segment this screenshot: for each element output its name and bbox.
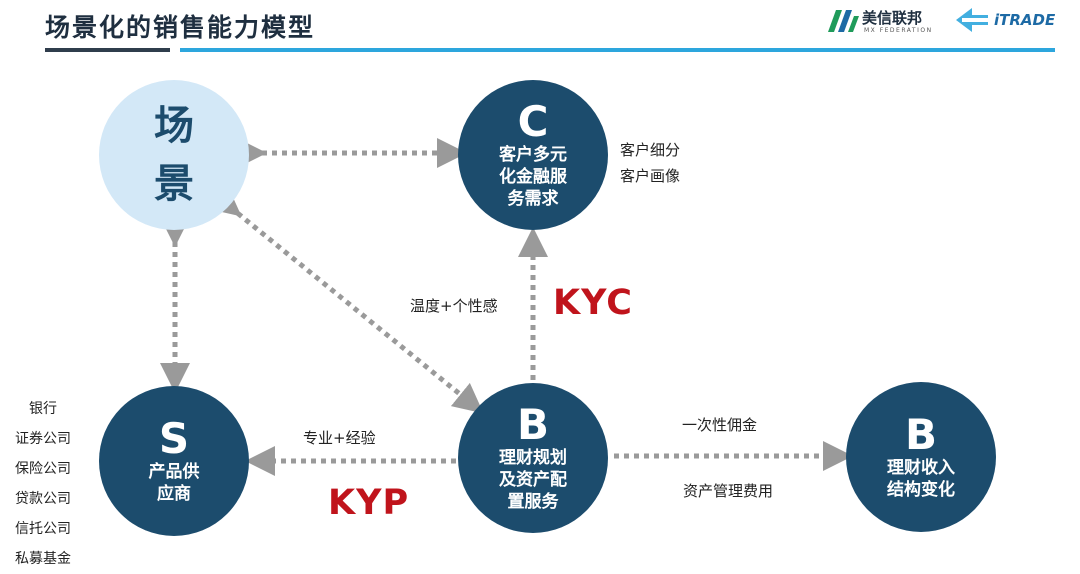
- warmth-label: 温度+个性感: [410, 297, 498, 315]
- kyc-label: KYC: [553, 283, 633, 323]
- page-title: 场景化的销售能力模型: [45, 13, 316, 42]
- provider-item: 保险公司: [15, 461, 71, 477]
- provider-item: 证券公司: [15, 431, 71, 447]
- business-label: 理财规划 及资产配 置服务: [499, 448, 567, 512]
- provider-item: 信托公司: [15, 521, 71, 537]
- business-letter: B: [516, 400, 549, 449]
- mx-logo-icon: [828, 10, 859, 32]
- itrade-logo-icon: [956, 8, 988, 32]
- income-label: 理财收入 结构变化: [887, 458, 955, 500]
- title-underline-accent: [180, 48, 1055, 52]
- supplier-label: 产品供 应商: [148, 462, 200, 504]
- itrade-logo-name: iTRADE: [994, 11, 1056, 29]
- kyp-label: KYP: [328, 483, 410, 523]
- customer-node: C 客户多元 化金融服 务需求: [458, 80, 608, 230]
- customer-note: 客户细分: [620, 141, 681, 159]
- provider-item: 银行: [29, 401, 57, 417]
- provider-item: 私募基金: [15, 551, 71, 567]
- supplier-letter: S: [158, 414, 190, 463]
- income-letter: B: [904, 410, 937, 459]
- commission-label: 一次性佣金: [682, 416, 758, 434]
- scene-node: 场 景: [99, 80, 249, 230]
- supplier-node: S 产品供 应商: [99, 386, 249, 536]
- customer-label: 客户多元 化金融服 务需求: [499, 145, 567, 209]
- provider-list: 银行 证券公司 保险公司 贷款公司 信托公司 私募基金: [8, 394, 78, 574]
- fee-label: 资产管理费用: [683, 482, 774, 500]
- expertise-label: 专业+经验: [303, 429, 376, 447]
- mx-logo-sub: MX FEDERATION: [864, 27, 933, 34]
- provider-item: 贷款公司: [15, 491, 71, 507]
- business-node: B 理财规划 及资产配 置服务: [458, 383, 608, 533]
- title-underline-dark: [45, 48, 170, 52]
- scene-char-1: 场: [154, 103, 194, 149]
- customer-letter: C: [517, 97, 549, 146]
- customer-notes: 客户细分 客户画像: [620, 137, 680, 189]
- income-node: B 理财收入 结构变化: [846, 382, 996, 532]
- mx-federation-logo: 美信联邦 MX FEDERATION: [826, 4, 946, 38]
- scene-char-2: 景: [154, 161, 194, 207]
- arrow-scene-to-b: [208, 185, 484, 414]
- mx-logo-name: 美信联邦: [862, 9, 923, 27]
- itrade-logo: iTRADE: [954, 6, 1064, 36]
- customer-note: 客户画像: [620, 167, 681, 185]
